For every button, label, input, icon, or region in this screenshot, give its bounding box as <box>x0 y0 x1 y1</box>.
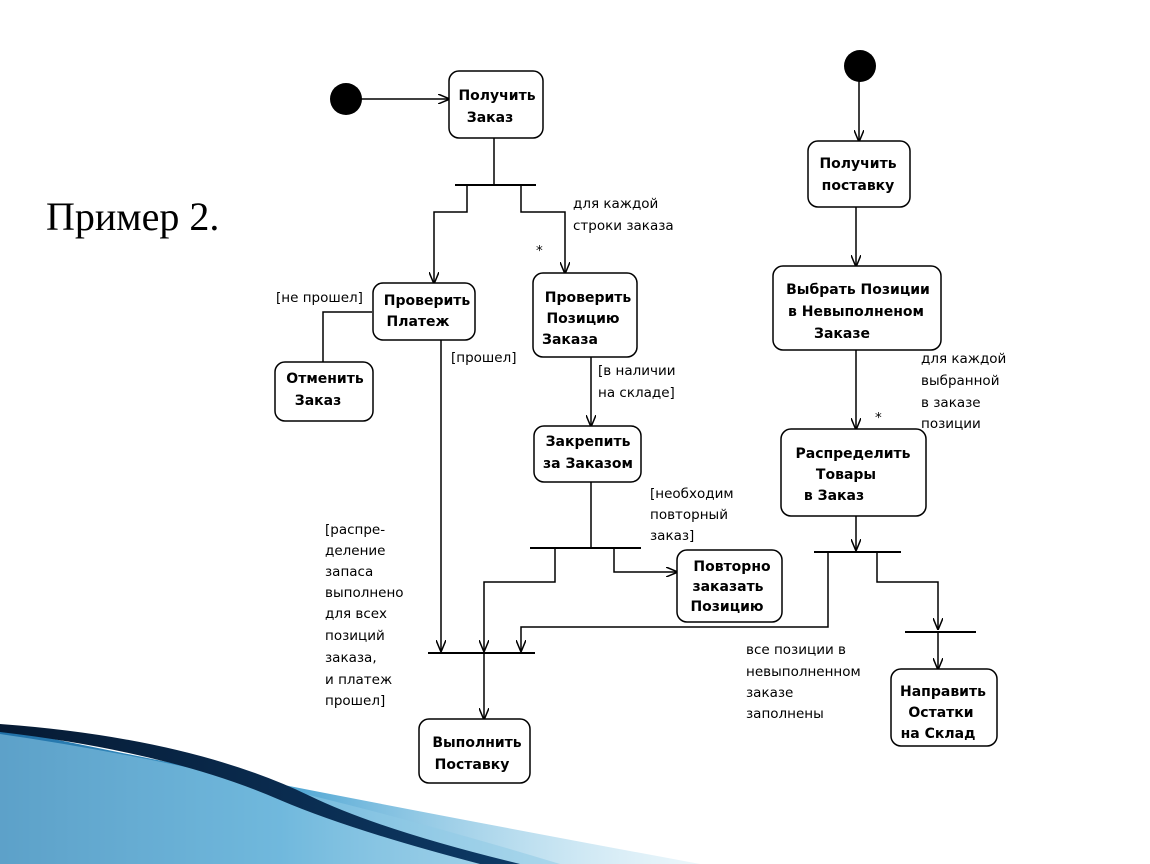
label-get-order-2: Заказ <box>467 110 513 126</box>
label-assign-1: Закрепить <box>546 434 631 450</box>
label-send-1: Направить <box>900 684 986 700</box>
label-cancel-order-2: Заказ <box>295 393 341 409</box>
note-all-filled-3: заказе <box>746 685 793 701</box>
note-distribution-4: выполнено <box>325 585 404 601</box>
node-assign-to-order <box>533 425 642 483</box>
label-choose-2: в Невыполненом <box>788 304 924 320</box>
slide-title: Пример 2. <box>46 194 220 239</box>
note-distribution-5: для всех <box>325 606 387 622</box>
flow-fork2-to-join <box>484 548 556 651</box>
note-distribution-2: деление <box>325 543 385 559</box>
label-check-payment-1: Проверить <box>384 293 471 309</box>
label-choose-3: Заказе <box>814 326 870 342</box>
note-for-each-selected-1: для каждой <box>921 351 1006 367</box>
node-check-item <box>532 272 638 358</box>
note-in-stock-1: [в наличии <box>598 363 676 379</box>
note-reorder-needed-2: повторный <box>650 507 728 523</box>
node-send-to-warehouse <box>890 668 998 747</box>
label-deliver-2: Поставку <box>435 757 510 773</box>
label-check-payment-2: Платеж <box>387 314 450 330</box>
node-get-order <box>448 70 544 139</box>
note-passed: [прошел] <box>451 350 516 366</box>
initial-state-2 <box>844 50 876 82</box>
note-in-stock-2: на складе] <box>598 385 675 401</box>
note-for-each-selected-3: в заказе <box>921 395 981 411</box>
node-distribute-goods <box>780 428 927 517</box>
flow-fork3-to-join3 <box>876 552 938 629</box>
flow-check-payment-to-cancel <box>322 311 372 362</box>
note-for-each-line-2: строки заказа <box>573 218 674 234</box>
node-receive-supply <box>807 140 911 208</box>
note-all-filled-1: все позиции в <box>746 642 846 658</box>
note-for-each-line-1: для каждой <box>573 196 658 212</box>
note-star-2: * <box>875 410 882 426</box>
node-deliver <box>418 718 531 784</box>
note-for-each-selected-2: выбранной <box>921 373 999 389</box>
label-cancel-order-1: Отменить <box>286 371 364 387</box>
node-cancel-order <box>274 361 374 422</box>
note-distribution-7: заказа, <box>325 650 377 666</box>
flow-fork1-to-check-item <box>520 185 565 273</box>
note-distribution-3: запаса <box>325 564 373 580</box>
label-check-item-3: Заказа <box>542 332 598 348</box>
label-send-2: Остатки <box>908 705 973 721</box>
decor-swoosh <box>0 724 700 864</box>
flow-fork2-to-reorder <box>613 548 677 572</box>
note-distribution-8: и платеж <box>325 672 392 688</box>
note-distribution-6: позиций <box>325 628 385 644</box>
label-receive-1: Получить <box>819 156 896 172</box>
label-assign-2: за Заказом <box>543 456 633 472</box>
label-send-3: на Склад <box>901 726 976 742</box>
note-all-filled-2: невыполненном <box>746 664 861 680</box>
note-not-passed: [не прошел] <box>276 290 363 306</box>
label-distribute-3: в Заказ <box>804 488 864 504</box>
label-receive-2: поставку <box>822 178 895 194</box>
label-choose-1: Выбрать Позиции <box>786 282 930 298</box>
node-choose-items <box>772 265 942 351</box>
initial-state-1 <box>330 83 362 115</box>
note-for-each-selected-4: позиции <box>921 416 981 432</box>
label-reorder-3: Позицию <box>690 599 763 615</box>
label-distribute-2: Товары <box>816 467 876 483</box>
flow-fork1-to-check-payment <box>434 185 468 283</box>
label-reorder-1: Повторно <box>693 559 771 575</box>
flow-fork3-to-join <box>521 552 829 651</box>
note-distribution-1: [распре- <box>325 522 385 538</box>
note-reorder-needed-1: [необходим <box>650 486 734 502</box>
label-deliver-1: Выполнить <box>432 735 521 751</box>
label-check-item-2: Позицию <box>546 311 619 327</box>
node-reorder-item <box>676 549 783 623</box>
note-distribution-9: прошел] <box>325 693 385 709</box>
note-all-filled-4: заполнены <box>746 706 824 722</box>
label-distribute-1: Распределить <box>795 446 910 462</box>
note-reorder-needed-3: заказ] <box>650 528 694 544</box>
label-get-order-1: Получить <box>458 88 535 104</box>
note-star-1: * <box>536 243 543 259</box>
node-check-payment <box>372 282 476 341</box>
label-reorder-2: заказать <box>692 579 763 595</box>
label-check-item-1: Проверить <box>545 290 632 306</box>
